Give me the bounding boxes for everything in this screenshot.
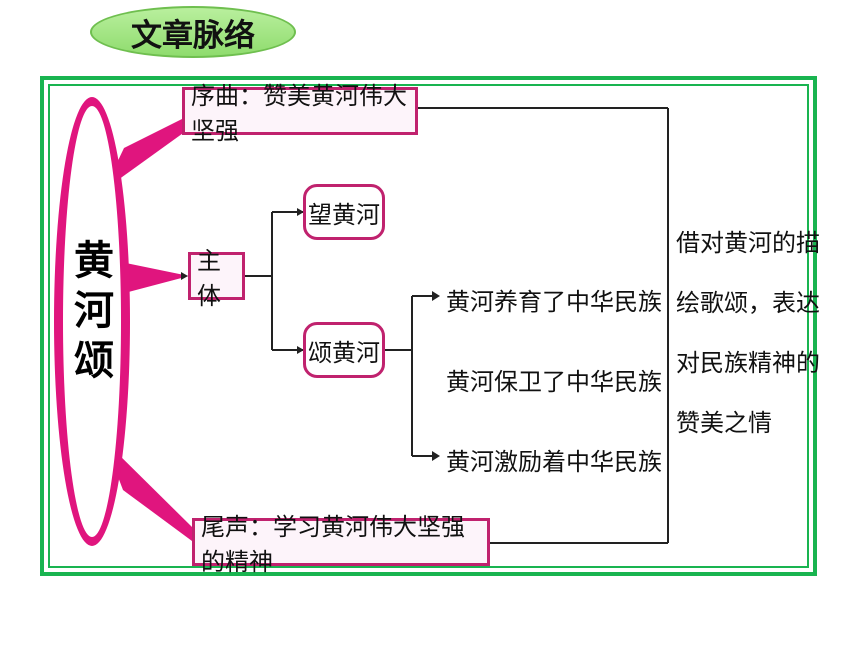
center-title: 黄 河 颂 <box>70 236 118 386</box>
praise-label: 颂黄河 <box>308 338 380 367</box>
epilogue-box: 尾声：学习黄河伟大坚强的精神 <box>192 513 490 576</box>
center-char: 黄 <box>74 237 114 284</box>
wedge-top <box>104 117 186 190</box>
arrow-body <box>181 272 188 280</box>
body-box: 主体 <box>188 247 245 310</box>
watch-label: 望黄河 <box>308 200 380 229</box>
section-title-pill: 文章脉络 <box>90 6 296 58</box>
praise-node: 颂黄河 <box>303 322 385 378</box>
leaf-item: 黄河保卫了中华民族 <box>446 368 662 396</box>
summary-line: 借对黄河的描 <box>676 229 820 257</box>
arrow-praise <box>297 346 304 354</box>
leaf-item: 黄河激励着中华民族 <box>446 448 662 476</box>
center-char: 颂 <box>74 337 114 384</box>
center-ellipse <box>54 97 130 546</box>
leaf-item: 黄河养育了中华民族 <box>446 288 662 316</box>
arrow-watch <box>297 208 304 216</box>
summary-line: 对民族精神的 <box>676 349 820 377</box>
summary-text: 借对黄河的描 绘歌颂，表达 对民族精神的 赞美之情 <box>676 213 820 453</box>
summary-line: 赞美之情 <box>676 409 772 437</box>
arrow-leaf-3 <box>432 451 440 461</box>
wedge-middle <box>121 262 189 294</box>
diagram-frame <box>40 76 817 576</box>
prelude-label: 序曲：赞美黄河伟大坚强 <box>191 82 407 145</box>
center-char: 河 <box>74 287 114 334</box>
section-title: 文章脉络 <box>131 17 255 54</box>
epilogue-label: 尾声：学习黄河伟大坚强的精神 <box>201 513 465 576</box>
prelude-box: 序曲：赞美黄河伟大坚强 <box>182 82 418 145</box>
summary-line: 绘歌颂，表达 <box>676 289 820 317</box>
body-label: 主体 <box>197 247 221 310</box>
watch-node: 望黄河 <box>303 184 385 240</box>
wedge-bottom <box>104 440 192 541</box>
arrow-leaf-1 <box>432 291 440 301</box>
